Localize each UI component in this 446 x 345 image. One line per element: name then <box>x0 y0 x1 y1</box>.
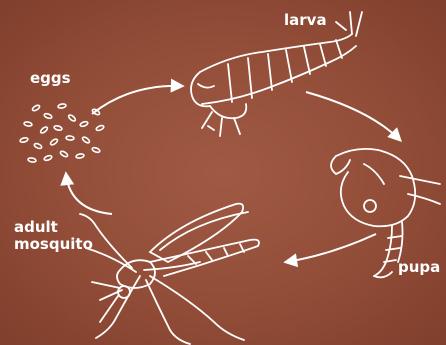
arrow-larva-to-pupa <box>306 92 400 140</box>
label-adult-line1: adult <box>14 219 93 236</box>
mosquito-icon <box>80 204 259 344</box>
arrow-pupa-to-adult <box>286 234 376 262</box>
larva-icon <box>191 12 362 136</box>
eggs-icon <box>20 103 105 162</box>
label-eggs: eggs <box>30 70 71 87</box>
arrow-adult-to-eggs <box>66 174 112 214</box>
label-adult-line2: mosquito <box>14 236 93 253</box>
label-adult-mosquito: adult mosquito <box>14 219 93 253</box>
label-pupa: pupa <box>398 259 440 276</box>
label-larva: larva <box>284 12 327 29</box>
arrow-eggs-to-larva <box>92 86 182 114</box>
